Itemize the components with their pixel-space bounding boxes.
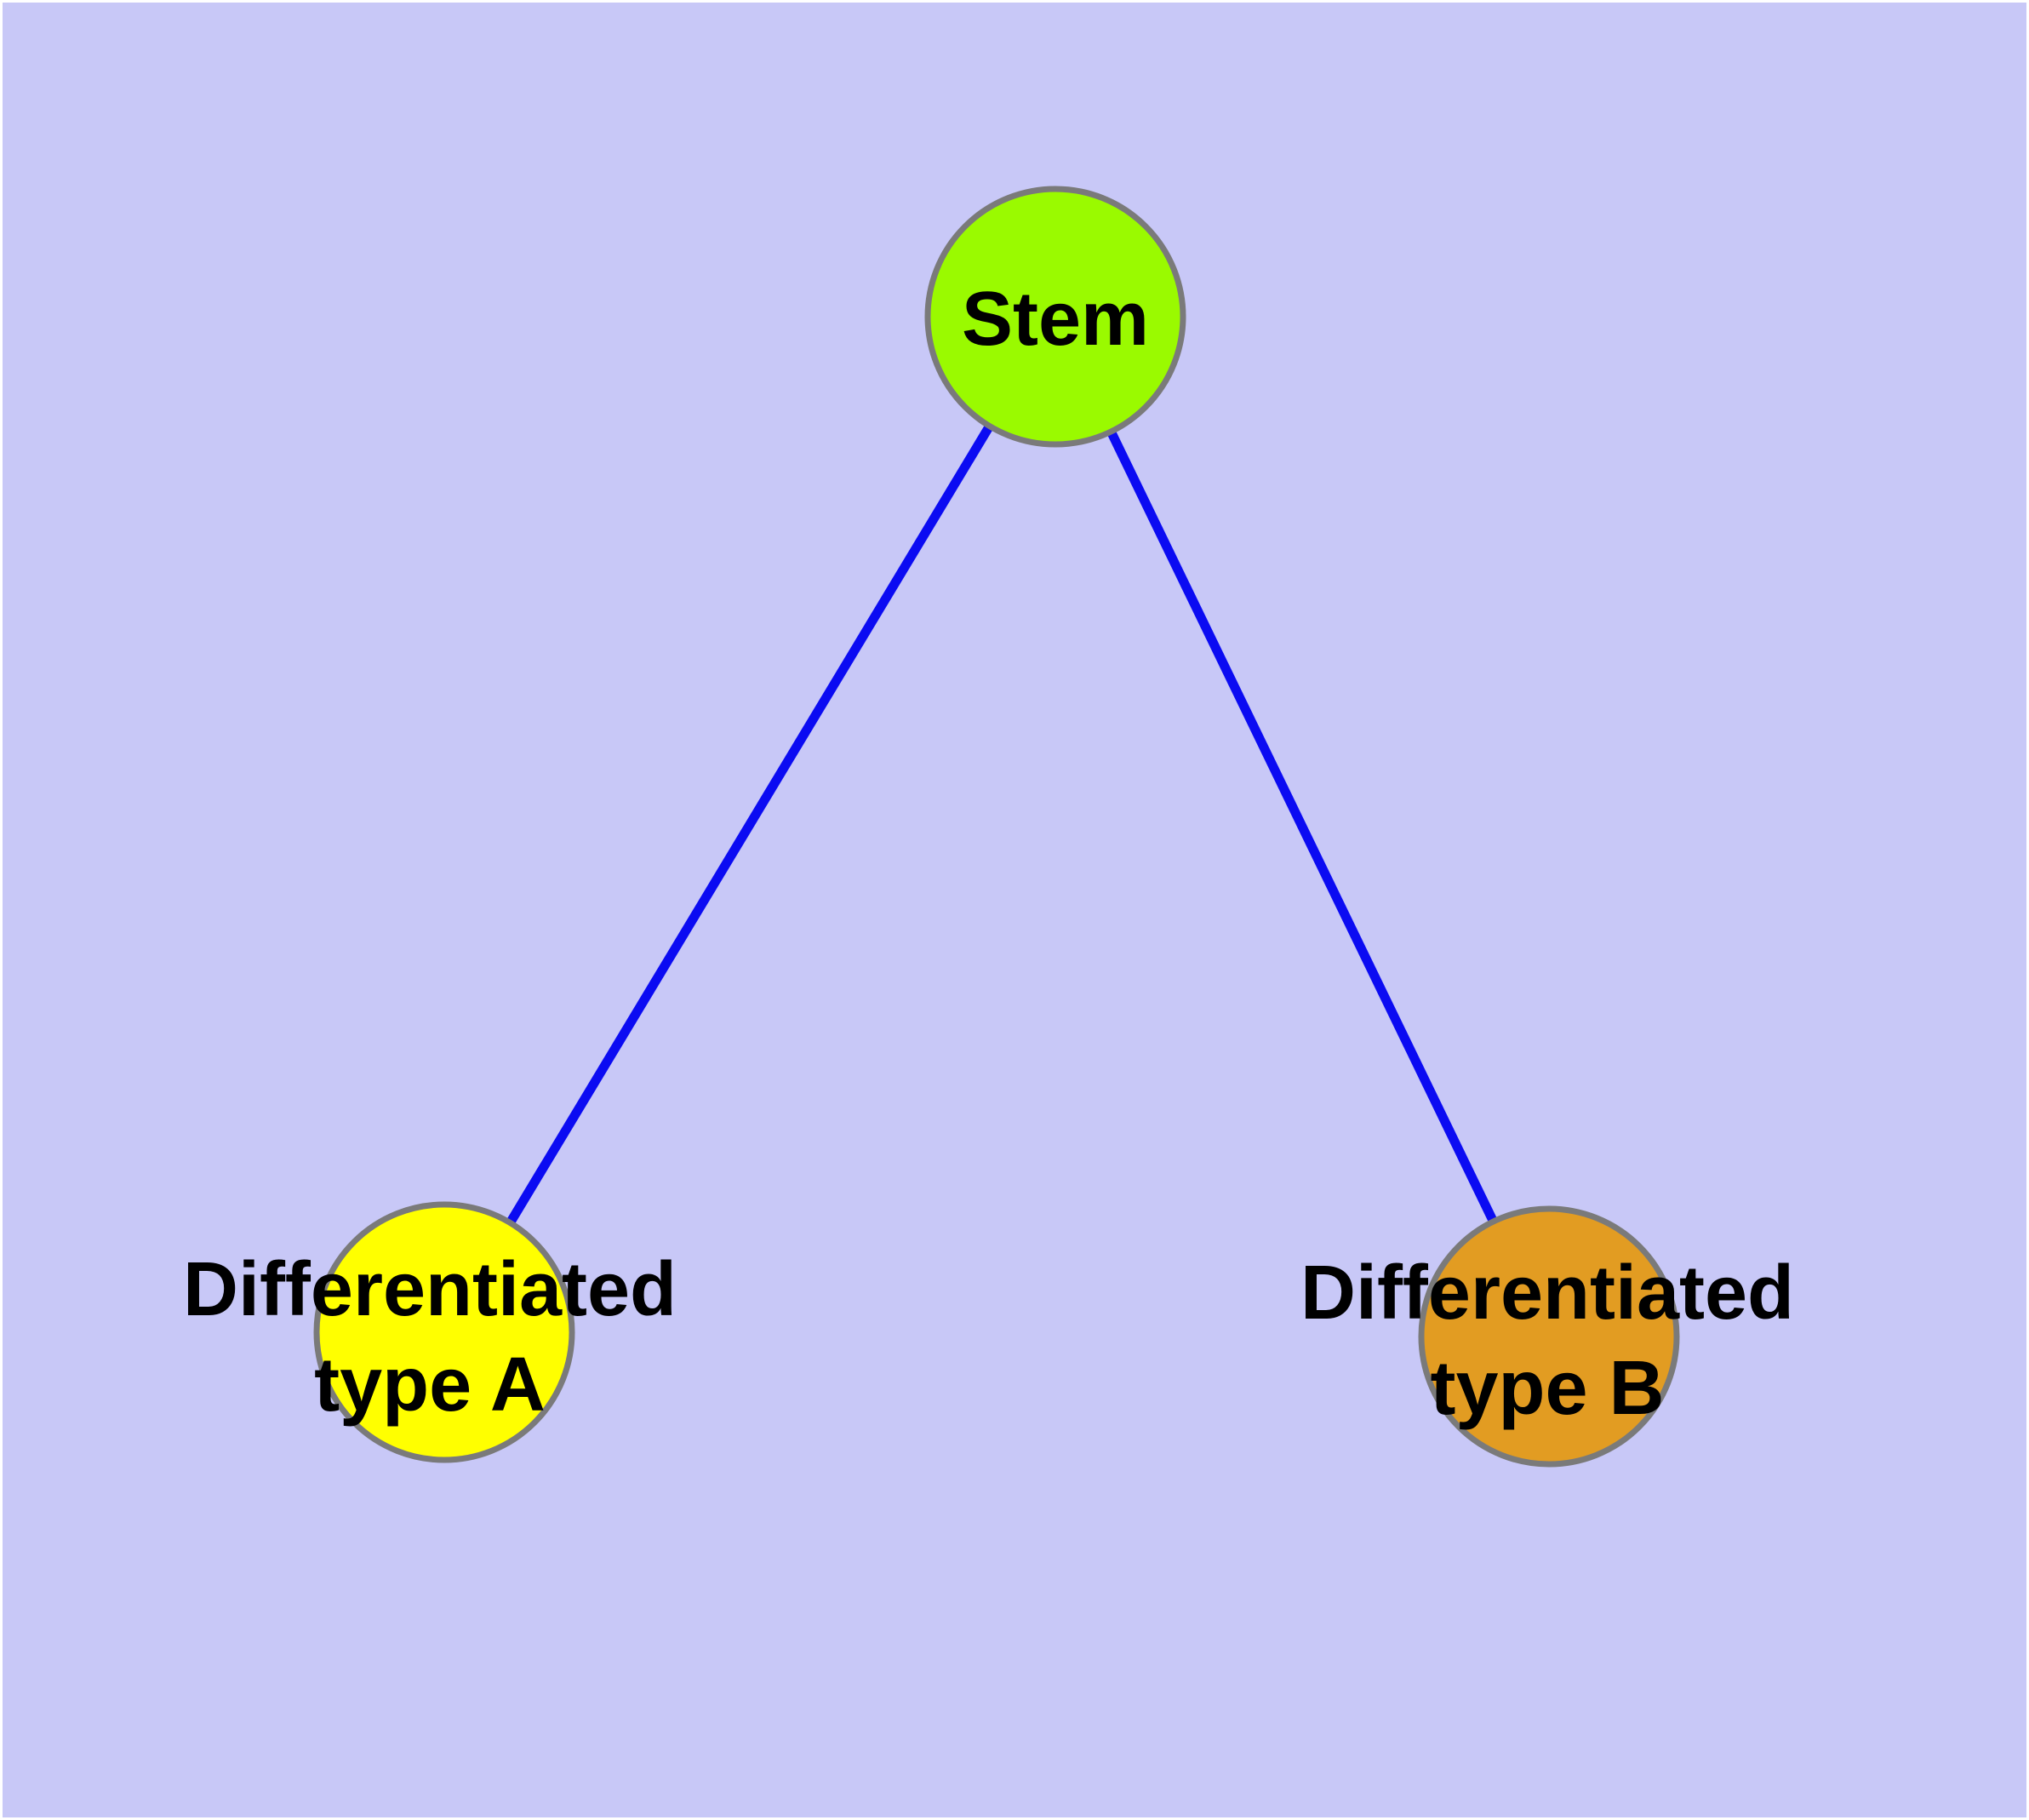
node-type-b-circle xyxy=(1418,1205,1680,1468)
node-type-b-label-line2: type B xyxy=(1430,1346,1664,1431)
node-stem-circle xyxy=(924,186,1186,448)
node-type-b-label-line1: Differentiated xyxy=(1300,1251,1794,1336)
edge-stem-to-type-b xyxy=(1051,314,1553,1339)
node-type-a-label-line1: Differentiated xyxy=(183,1247,677,1332)
node-stem-label: Stem xyxy=(962,277,1149,362)
node-type-a-label-line2: type A xyxy=(314,1342,546,1428)
node-type-a-circle xyxy=(313,1201,575,1463)
edge-stem-to-type-a xyxy=(440,314,1060,1335)
